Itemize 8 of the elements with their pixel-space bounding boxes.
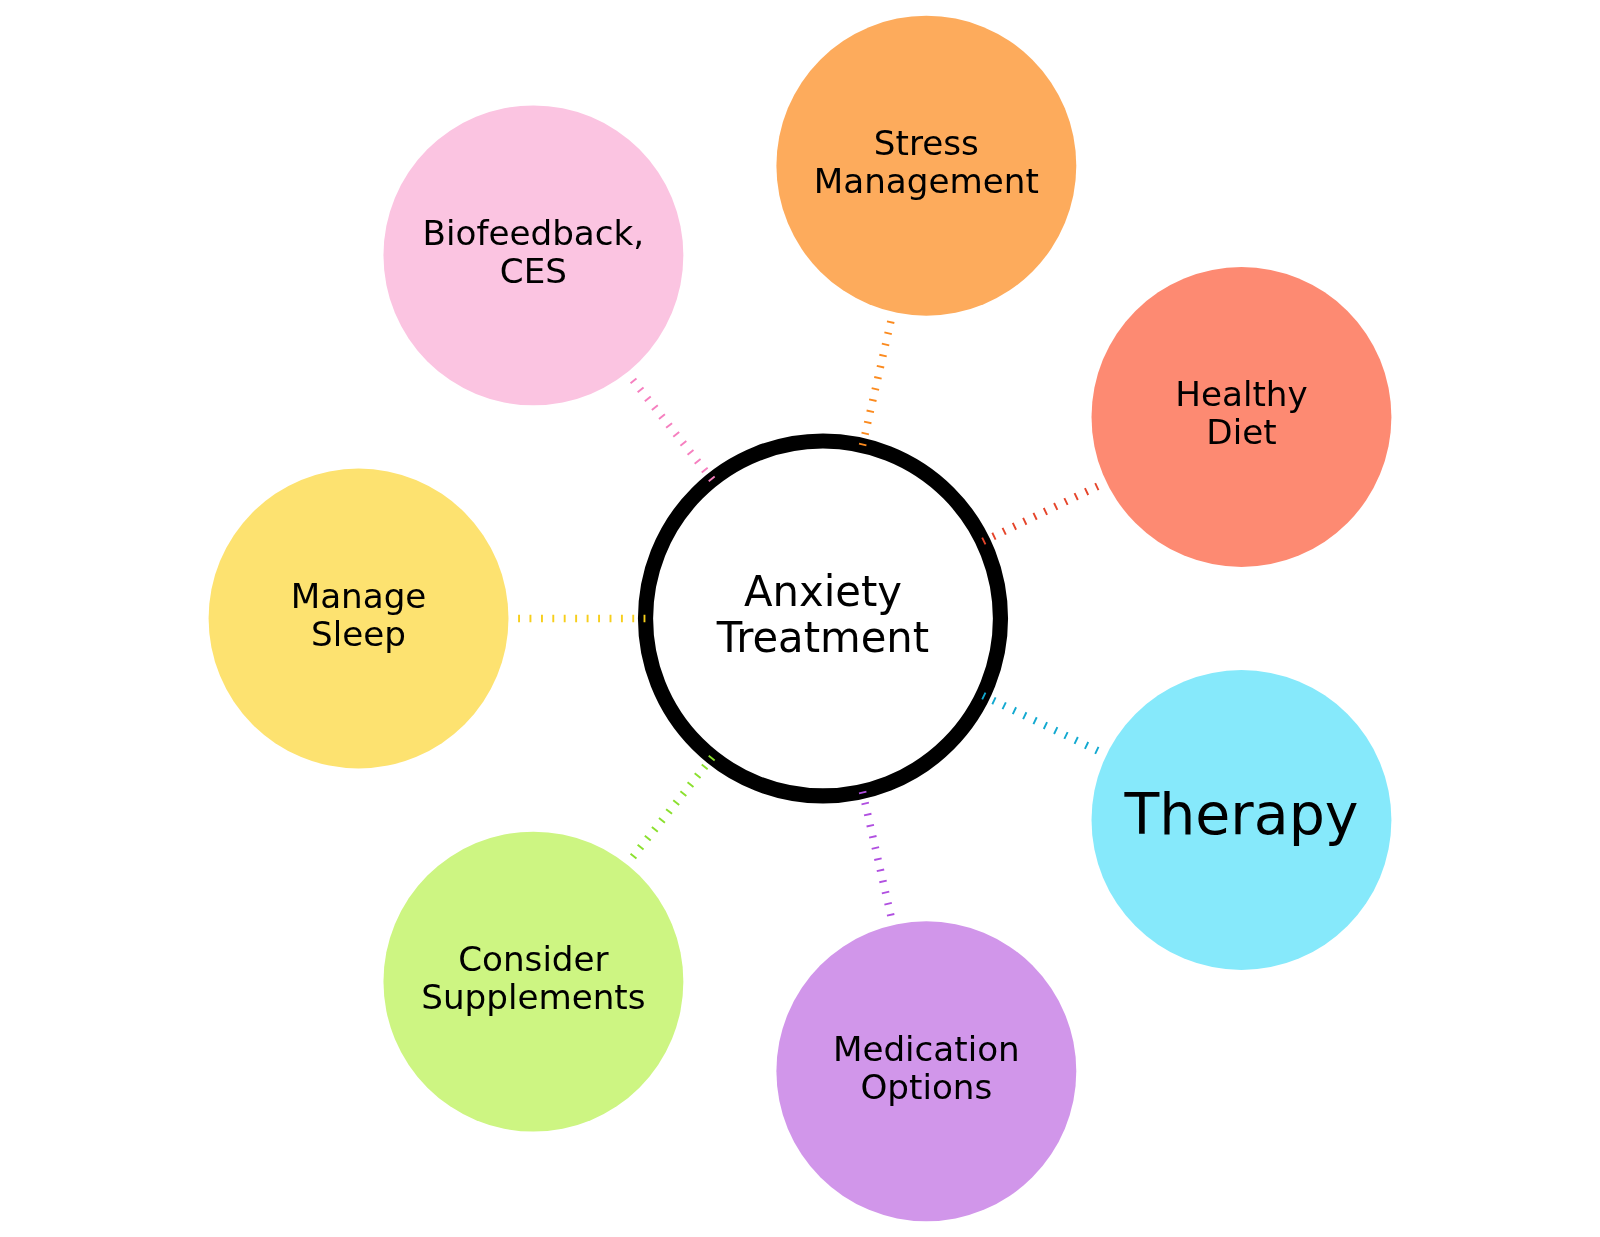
node-circle: Therapy bbox=[1091, 670, 1392, 970]
node-circle: Consider Supplements bbox=[383, 831, 684, 1132]
node-circle: Healthy Diet bbox=[1091, 267, 1392, 567]
node-circle: Anxiety Treatment bbox=[637, 433, 1009, 804]
node-circle: Medication Options bbox=[776, 921, 1077, 1222]
node-circle: Biofeedback, CES bbox=[383, 105, 684, 406]
node-circle: Manage Sleep bbox=[208, 468, 509, 769]
node-circle: Stress Management bbox=[776, 15, 1077, 316]
